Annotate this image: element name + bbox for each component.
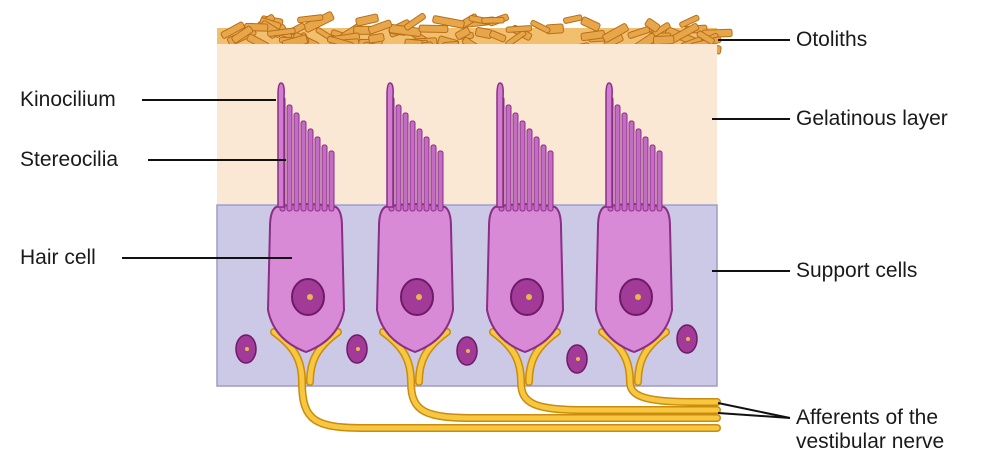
- otolith-crystal: [563, 15, 582, 24]
- nucleolus: [416, 294, 422, 300]
- stereocilium: [520, 121, 525, 211]
- label-afferents-line2: vestibular nerve: [796, 430, 944, 454]
- stereocilium: [329, 151, 334, 211]
- stereocilium: [424, 137, 429, 211]
- label-otoliths: Otoliths: [796, 28, 867, 52]
- label-afferents-line1: Afferents of the: [796, 406, 944, 430]
- otolith-crystal: [653, 36, 674, 45]
- stereocilium: [629, 121, 634, 211]
- nucleolus: [576, 357, 580, 361]
- stereocilium: [657, 151, 662, 211]
- stereocilium: [431, 145, 436, 211]
- nucleolus: [526, 294, 532, 300]
- hair-cell-body: [596, 204, 672, 352]
- label-gelatinous-layer: Gelatinous layer: [796, 107, 948, 131]
- stereocilium: [506, 105, 511, 211]
- stereocilium: [322, 145, 327, 211]
- stereocilium: [403, 113, 408, 211]
- label-afferents: Afferents of the vestibular nerve: [796, 406, 944, 454]
- stereocilium: [650, 145, 655, 211]
- stereocilium: [513, 113, 518, 211]
- nucleolus: [635, 294, 641, 300]
- stereocilium: [438, 151, 443, 211]
- stereocilium: [301, 121, 306, 211]
- stereocilium: [636, 129, 641, 211]
- label-hair-cell: Hair cell: [20, 246, 96, 270]
- nucleolus: [466, 349, 470, 353]
- kinocilium: [278, 83, 284, 207]
- kinocilium: [387, 83, 393, 207]
- label-stereocilia: Stereocilia: [20, 148, 118, 172]
- stereocilium: [622, 113, 627, 211]
- nucleolus: [686, 337, 690, 341]
- stereocilium: [527, 129, 532, 211]
- stereocilium: [287, 105, 292, 211]
- hair-cell-body: [268, 204, 344, 352]
- hair-cell-body: [487, 204, 563, 352]
- hair-cell-body: [377, 204, 453, 352]
- stereocilium: [294, 113, 299, 211]
- stereocilium: [308, 129, 313, 211]
- stereocilium: [548, 151, 553, 211]
- stereocilium: [410, 121, 415, 211]
- stereocilium: [643, 137, 648, 211]
- nucleolus: [307, 294, 313, 300]
- stereocilium: [615, 105, 620, 211]
- stereocilium: [396, 105, 401, 211]
- stereocilium: [541, 145, 546, 211]
- otolith-crystal: [419, 25, 448, 32]
- nucleolus: [356, 347, 360, 351]
- stereocilium: [315, 137, 320, 211]
- stereocilium: [417, 129, 422, 211]
- nucleolus: [245, 347, 249, 351]
- otolith-crystal: [482, 17, 504, 23]
- stereocilium: [534, 137, 539, 211]
- kinocilium: [497, 83, 503, 207]
- kinocilium: [606, 83, 612, 207]
- label-kinocilium: Kinocilium: [20, 88, 116, 112]
- label-support-cells: Support cells: [796, 259, 917, 283]
- otolith-crystal: [506, 26, 532, 33]
